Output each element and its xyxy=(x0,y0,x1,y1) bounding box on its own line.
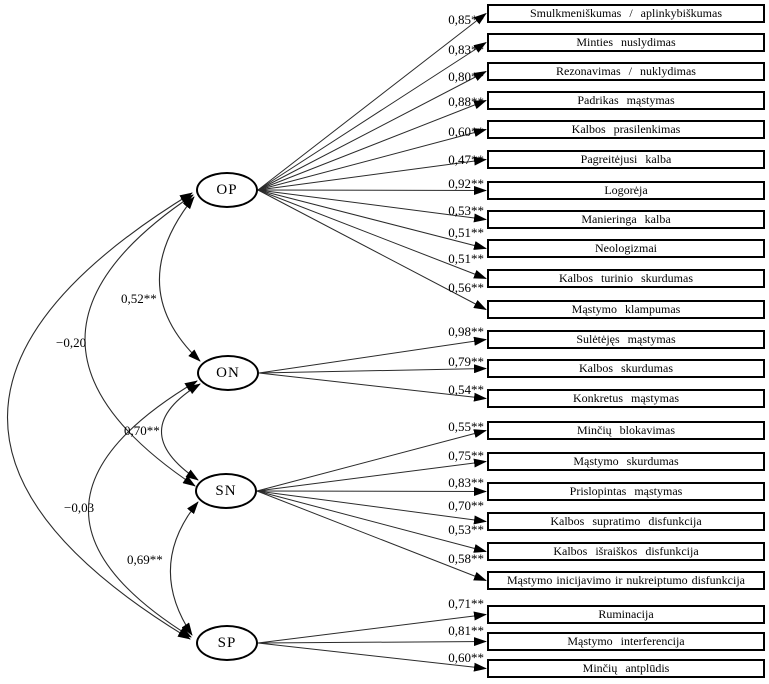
indicator-box: Logorėja xyxy=(487,181,765,200)
covariance-arc-op-sn xyxy=(84,194,196,487)
loading-coefficient: 0,81** xyxy=(448,623,484,638)
covariance-arc-op-on xyxy=(158,196,201,362)
loading-arrow-op-1 xyxy=(257,12,487,191)
loading-arrow-op-8 xyxy=(257,189,487,223)
covariance-label-op-on: 0,52** xyxy=(121,291,157,306)
covariance-arc-on-sp xyxy=(88,380,198,638)
covariance-arc-op-sp xyxy=(7,192,193,640)
loading-arrow-op-5 xyxy=(257,128,487,191)
loading-arrow-on-3 xyxy=(258,372,487,402)
indicator-box: Manieringa kalba xyxy=(487,210,765,229)
loading-coefficient: 0,70** xyxy=(448,498,484,513)
loading-coefficient: 0,58** xyxy=(448,551,484,566)
indicator-box: Mąstymo inicijavimo ir nukreiptumo disfu… xyxy=(487,571,765,590)
latent-ellipse-sp: SP xyxy=(196,625,258,661)
loading-arrow-sp-2 xyxy=(257,637,487,647)
loading-arrow-op-9 xyxy=(257,189,487,250)
loading-arrow-sn-3 xyxy=(256,486,487,496)
loading-arrow-on-1 xyxy=(258,336,487,374)
indicator-box: Kalbos skurdumas xyxy=(487,359,765,378)
loading-arrow-sp-1 xyxy=(257,611,487,644)
loading-arrow-op-7 xyxy=(257,185,487,195)
indicator-box: Konkretus mąstymas xyxy=(487,389,765,408)
loading-coefficient: 0,79** xyxy=(448,354,484,369)
covariance-label-on-sn: 0,70** xyxy=(124,423,160,438)
loading-coefficient: 0,85** xyxy=(448,12,484,27)
loading-arrow-op-10 xyxy=(257,189,487,279)
indicator-box: Prislopintas mąstymas xyxy=(487,482,765,501)
covariance-arc-sn-sp xyxy=(169,501,199,636)
loading-arrow-sn-6 xyxy=(256,490,487,581)
indicator-box: Rezonavimas / nuklydimas xyxy=(487,62,765,81)
loading-arrow-op-3 xyxy=(257,71,487,191)
indicator-box: Ruminacija xyxy=(487,605,765,624)
loading-coefficient: 0,47** xyxy=(448,152,484,167)
covariance-label-sn-sp: 0,69** xyxy=(127,552,163,567)
indicator-box: Minties nuslydimas xyxy=(487,33,765,52)
loading-coefficient: 0,71** xyxy=(448,596,484,611)
loading-arrow-op-6 xyxy=(257,156,487,191)
loading-coefficient: 0,88** xyxy=(448,94,484,109)
loading-arrow-sn-5 xyxy=(256,490,487,553)
latent-ellipse-op: OP xyxy=(196,172,258,208)
latent-ellipse-sn: SN xyxy=(195,473,257,509)
loading-coefficient: 0,51** xyxy=(448,251,484,266)
indicator-box: Minčių blokavimas xyxy=(487,421,765,440)
indicator-box: Pagreitėjusi kalba xyxy=(487,150,765,169)
indicator-box: Kalbos supratimo disfunkcija xyxy=(487,512,765,531)
loading-arrow-op-2 xyxy=(257,41,487,191)
indicator-box: Sulėtėjęs mąstymas xyxy=(487,330,765,349)
loading-arrow-sn-1 xyxy=(256,429,487,492)
loading-coefficient: 0,98** xyxy=(448,324,484,339)
indicator-box: Smulkmeniškumas / aplinkybiškumas xyxy=(487,4,765,23)
indicator-box: Mąstymo skurdumas xyxy=(487,452,765,471)
loading-arrow-sp-3 xyxy=(257,642,487,672)
loading-coefficient: 0,92** xyxy=(448,176,484,191)
latent-ellipse-on: ON xyxy=(197,355,259,391)
indicator-box: Neologizmai xyxy=(487,239,765,258)
loading-coefficient: 0,60** xyxy=(448,650,484,665)
indicator-box: Mąstymo interferencija xyxy=(487,632,765,651)
loading-arrow-sn-4 xyxy=(256,490,487,525)
loading-coefficient: 0,53** xyxy=(448,203,484,218)
loading-coefficient: 0,80** xyxy=(448,69,484,84)
loading-coefficient: 0,83** xyxy=(448,42,484,57)
loading-coefficient: 0,56** xyxy=(448,280,484,295)
indicator-box: Kalbos išraiškos disfunkcija xyxy=(487,542,765,561)
indicator-box: Minčių antplūdis xyxy=(487,659,765,678)
loading-coefficient: 0,75** xyxy=(448,448,484,463)
loading-coefficient: 0,54** xyxy=(448,382,484,397)
loading-arrow-on-2 xyxy=(258,364,487,374)
indicator-box: Padrikas mąstymas xyxy=(487,91,765,110)
loading-arrow-sn-2 xyxy=(256,458,487,492)
covariance-label-op-sn: −0,20 xyxy=(56,335,87,350)
indicator-box: Kalbos prasilenkimas xyxy=(487,120,765,139)
loading-arrow-op-4 xyxy=(257,100,487,191)
loading-coefficient: 0,53** xyxy=(448,522,484,537)
loading-coefficient: 0,83** xyxy=(448,475,484,490)
loading-coefficient: 0,51** xyxy=(448,225,484,240)
covariance-label-on-sp: −0,03 xyxy=(64,500,95,515)
loading-coefficient: 0,60** xyxy=(448,124,484,139)
loading-arrow-op-11 xyxy=(257,189,487,310)
loading-coefficient: 0,55** xyxy=(448,419,484,434)
indicator-box: Kalbos turinio skurdumas xyxy=(487,269,765,288)
indicator-box: Mąstymo klampumas xyxy=(487,300,765,319)
